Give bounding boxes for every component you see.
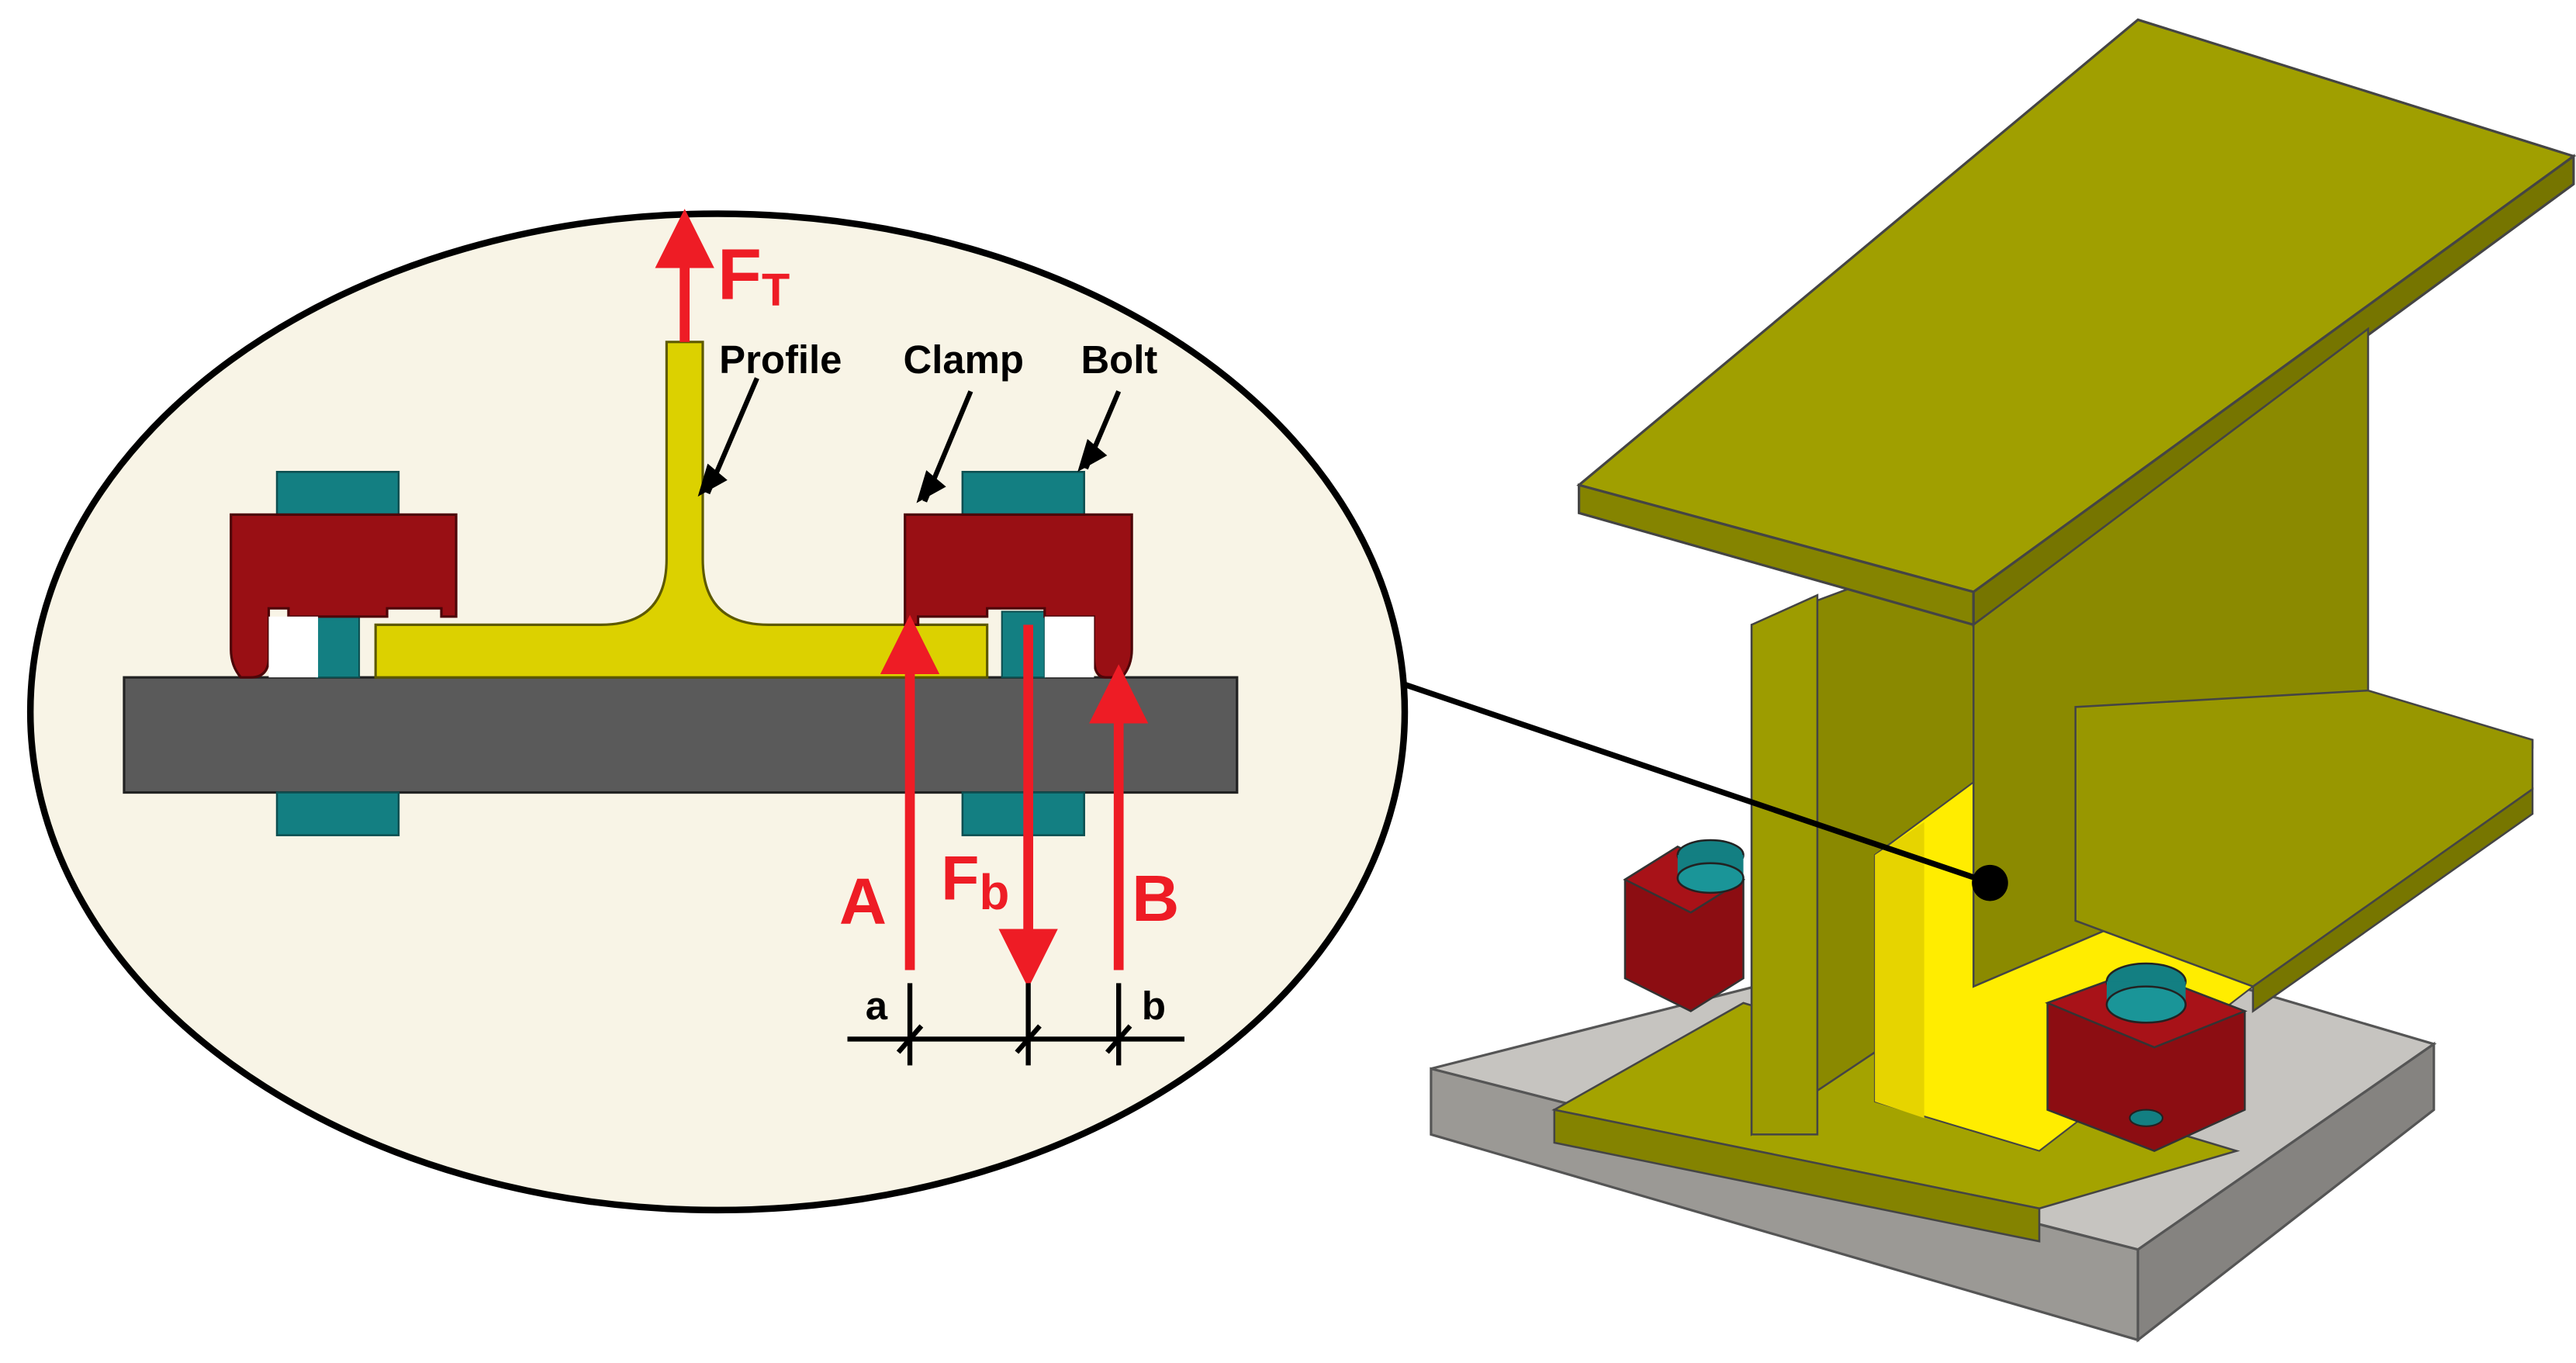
dim-a-label: a bbox=[866, 984, 888, 1028]
dim-b-label: b bbox=[1142, 984, 1166, 1028]
callout-leader-line bbox=[1397, 680, 1991, 886]
clamp-left-section bbox=[230, 513, 458, 679]
b-force-label: B bbox=[1132, 861, 1179, 935]
callout-anchor-dot bbox=[1972, 864, 2008, 901]
beam-top-flange bbox=[1576, 18, 2576, 1013]
base-plate-section bbox=[123, 676, 1239, 794]
bolt-left bbox=[275, 471, 400, 836]
dimension-line bbox=[847, 983, 1184, 1066]
clamp-3d-right bbox=[2045, 962, 2248, 1152]
profile-label: Profile bbox=[719, 337, 842, 382]
a-force-label: A bbox=[839, 864, 887, 938]
ft-label: FT bbox=[717, 234, 790, 316]
profile-section bbox=[374, 341, 989, 679]
clamp-3d-left bbox=[1623, 839, 1746, 1012]
detail-callout: FT Profile Clamp Bolt A Fb B a b bbox=[26, 209, 1409, 1214]
clamp-label: Clamp bbox=[904, 337, 1024, 382]
bolt-label: Bolt bbox=[1081, 337, 1157, 382]
isometric-beam-view bbox=[1430, 18, 2576, 1343]
fb-label: Fb bbox=[941, 843, 1009, 920]
